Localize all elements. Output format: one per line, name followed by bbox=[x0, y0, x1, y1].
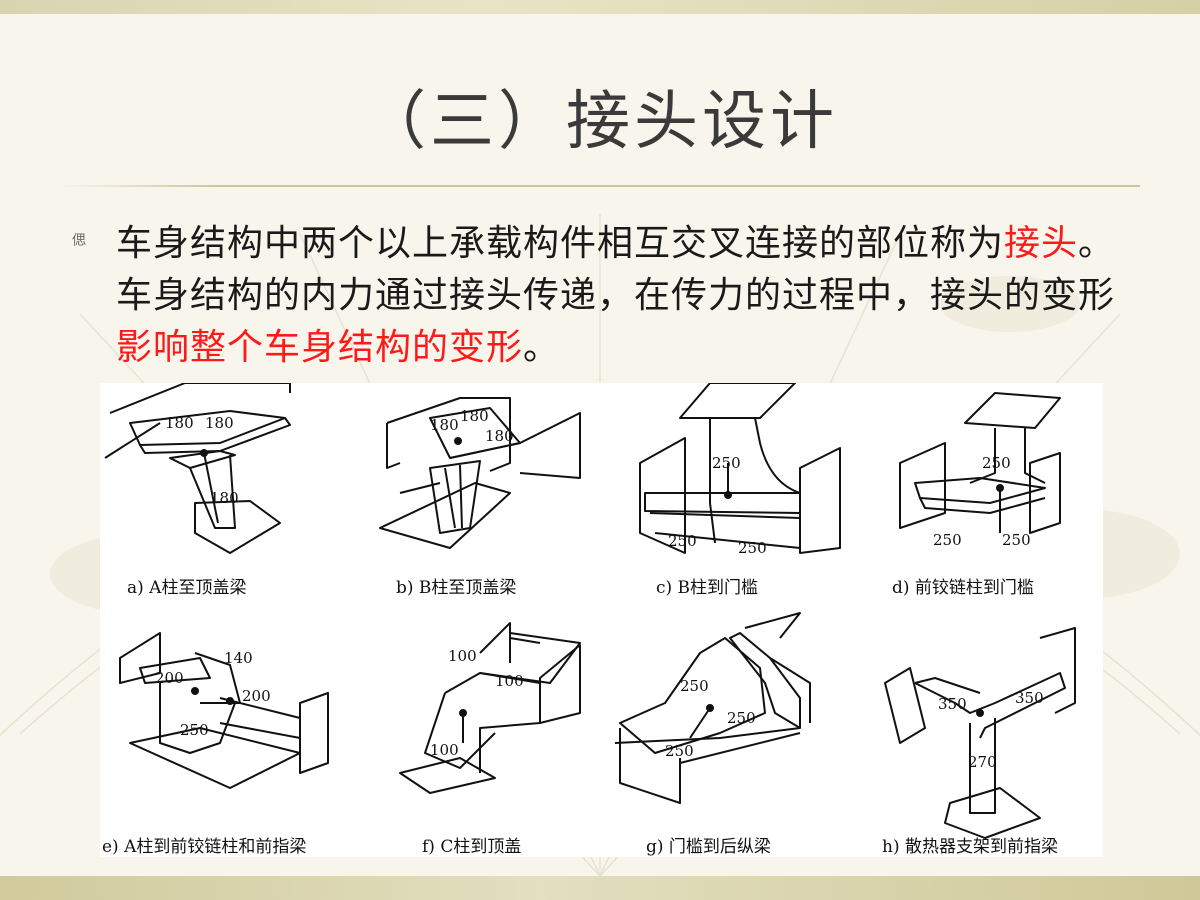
joint-diagram-figure: 180 180 180 180 180 180 250 250 250 250 … bbox=[100, 383, 1103, 857]
body-paragraph: 车身结构中两个以上承载构件相互交叉连接的部位称为接头。车身结构的内力通过接头传递… bbox=[116, 218, 1126, 374]
highlight-phrase-deformation: 影响整个车身结构的变形 bbox=[116, 327, 524, 368]
dim-label: 100 bbox=[495, 672, 524, 690]
dim-label: 250 bbox=[933, 531, 962, 549]
dim-label: 180 bbox=[485, 427, 514, 445]
title-divider bbox=[60, 185, 1140, 187]
dim-label: 180 bbox=[460, 407, 489, 425]
dim-label: 270 bbox=[968, 753, 997, 771]
sketch-g bbox=[614, 612, 811, 804]
dim-label: 250 bbox=[680, 677, 709, 695]
dim-label: 250 bbox=[727, 709, 756, 727]
dim-label: 250 bbox=[982, 454, 1011, 472]
dim-label: 200 bbox=[242, 687, 271, 705]
sketch-a bbox=[104, 383, 291, 554]
dim-label: 250 bbox=[180, 721, 209, 739]
dim-label: 180 bbox=[165, 414, 194, 432]
dim-label: 350 bbox=[1015, 689, 1044, 707]
sketch-c bbox=[639, 383, 841, 554]
dim-label: 140 bbox=[224, 649, 253, 667]
caption-e: e) A柱到前铰链柱和前指梁 bbox=[102, 837, 307, 857]
dim-label: 250 bbox=[712, 454, 741, 472]
caption-d: d) 前铰链柱到门槛 bbox=[892, 578, 1034, 598]
dim-label: 180 bbox=[430, 416, 459, 434]
text-segment: 。 bbox=[523, 327, 561, 368]
sketch-f bbox=[399, 622, 581, 794]
top-decor-band bbox=[0, 0, 1200, 14]
caption-h: h) 散热器支架到前指梁 bbox=[882, 837, 1058, 857]
dim-label: 100 bbox=[430, 741, 459, 759]
joint-diagram-svg: 180 180 180 180 180 180 250 250 250 250 … bbox=[104, 383, 1076, 839]
dim-label: 250 bbox=[668, 532, 697, 550]
dim-label: 180 bbox=[210, 489, 239, 507]
slide-title: （三）接头设计 bbox=[362, 85, 838, 159]
dim-label: 350 bbox=[938, 695, 967, 713]
dim-label: 250 bbox=[738, 539, 767, 557]
dim-label: 250 bbox=[665, 742, 694, 760]
caption-b: b) B柱至顶盖梁 bbox=[396, 578, 517, 598]
text-segment: 车身结构中两个以上承载构件相互交叉连接的部位称为 bbox=[116, 223, 1005, 264]
sketch-h bbox=[884, 627, 1076, 839]
caption-c: c) B柱到门槛 bbox=[656, 578, 759, 598]
caption-f: f) C柱到顶盖 bbox=[422, 837, 522, 857]
caption-g: g) 门槛到后纵梁 bbox=[646, 837, 771, 857]
bullet-icon: 偲 bbox=[72, 233, 86, 249]
text-segment: 。车身结构的内力通过接头传递，在传力的过程中，接头的变形 bbox=[116, 223, 1116, 316]
bottom-decor-band bbox=[0, 876, 1200, 900]
dim-label: 200 bbox=[155, 669, 184, 687]
caption-a: a) A柱至顶盖梁 bbox=[127, 578, 247, 598]
sketch-e bbox=[119, 632, 329, 789]
sketch-b bbox=[379, 397, 581, 549]
dim-label: 180 bbox=[205, 414, 234, 432]
sketch-d bbox=[899, 392, 1061, 534]
highlight-term-joint: 接头 bbox=[1004, 223, 1079, 264]
dim-label: 100 bbox=[448, 647, 477, 665]
dim-label: 250 bbox=[1002, 531, 1031, 549]
